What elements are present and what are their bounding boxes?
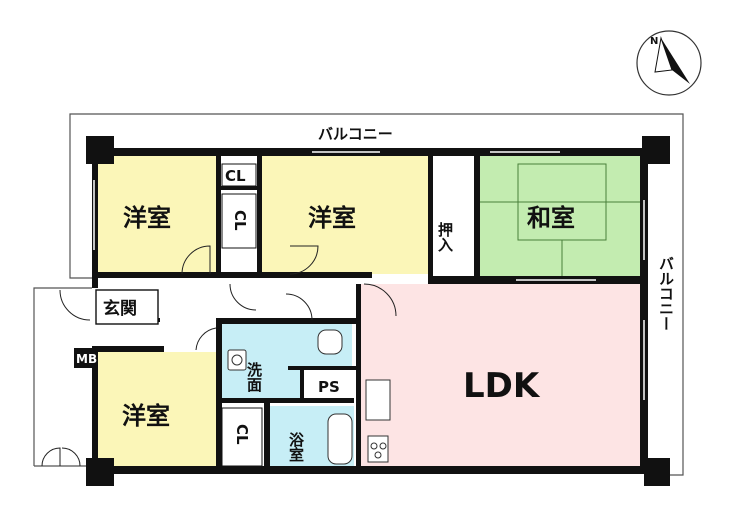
tatami-lines: [480, 163, 640, 276]
closet-middle-label: CL: [231, 210, 249, 231]
north-label: N: [650, 36, 658, 47]
pipe-space-label: PS: [318, 378, 340, 396]
japanese-room-floor: [480, 156, 640, 276]
ldk-label: LDK: [463, 366, 541, 406]
entrance-label: 玄関: [103, 298, 137, 319]
western-room-top-left-label: 洋室: [123, 204, 171, 232]
ldk-floor: [360, 284, 640, 468]
fixtures: [227, 329, 391, 465]
windows: [93, 151, 645, 400]
western-room-bottom-floor: [96, 352, 216, 468]
balcony-top-label: バルコニー: [318, 125, 393, 143]
washroom-label: 洗面: [245, 361, 263, 393]
doors: [41, 245, 397, 467]
oshiire-label: 押入: [436, 221, 454, 252]
western-room-top-center-floor: [262, 156, 428, 274]
meter-box-label: MB: [76, 352, 97, 366]
closet-top-label: CL: [225, 167, 246, 185]
western-room-top-center-label: 洋室: [308, 204, 356, 232]
north-arrow-icon: N: [636, 30, 702, 96]
bathroom-label: 浴室: [287, 431, 305, 462]
western-room-bottom-label: 洋室: [122, 402, 170, 430]
western-room-top-left-floor: [96, 156, 218, 274]
japanese-room-label: 和室: [527, 204, 575, 232]
closet-bottom-label: CL: [233, 424, 251, 445]
balcony-right-label: バルコニー: [657, 256, 675, 331]
